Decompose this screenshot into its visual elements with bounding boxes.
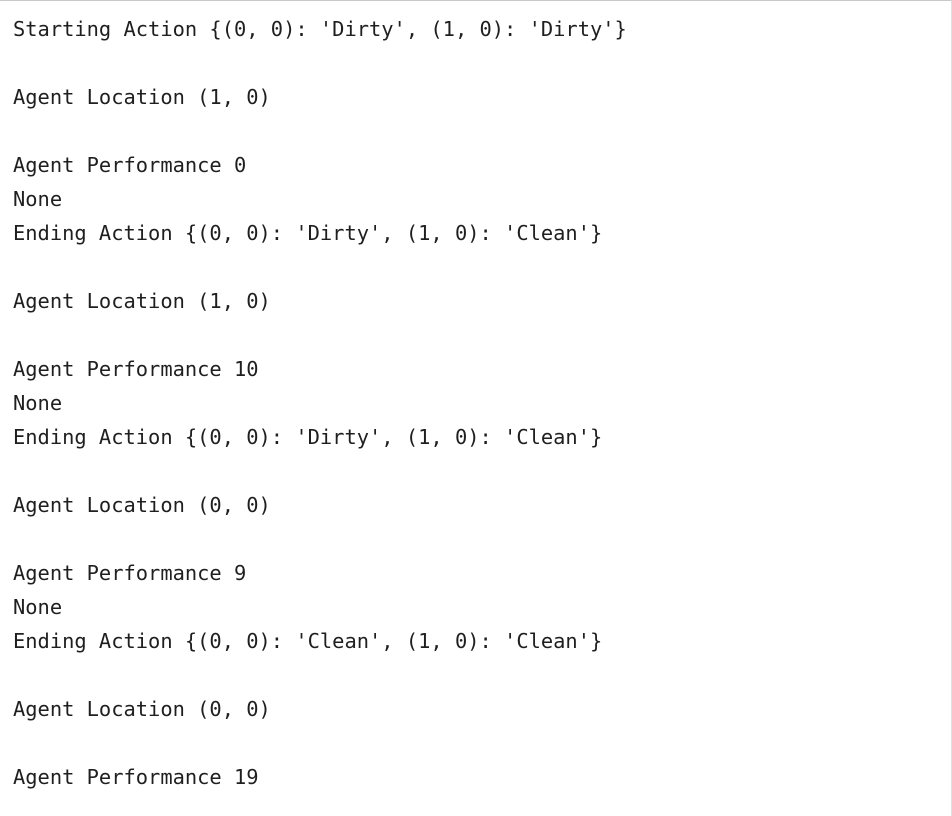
console-line: Agent Performance 9 — [13, 561, 247, 585]
console-line — [13, 46, 951, 80]
console-line: Agent Performance 0 — [13, 153, 247, 177]
console-line: Ending Action {(0, 0): 'Clean', (1, 0): … — [13, 629, 603, 653]
console-line — [13, 454, 951, 488]
console-line — [13, 522, 951, 556]
console-line — [13, 726, 951, 760]
console-line — [13, 318, 951, 352]
console-line — [13, 658, 951, 692]
console-line: Agent Location (1, 0) — [13, 85, 271, 109]
console-line — [13, 250, 951, 284]
console-line: Agent Performance 19 — [13, 765, 259, 789]
console-line: Agent Location (0, 0) — [13, 493, 271, 517]
console-line: None — [13, 187, 63, 211]
console-line: Agent Performance 10 — [13, 357, 259, 381]
console-line: Agent Location (1, 0) — [13, 289, 271, 313]
console-line: Starting Action {(0, 0): 'Dirty', (1, 0)… — [13, 17, 627, 41]
console-line: None — [13, 595, 63, 619]
console-line: Ending Action {(0, 0): 'Dirty', (1, 0): … — [13, 221, 603, 245]
console-line: Ending Action {(0, 0): 'Dirty', (1, 0): … — [13, 425, 603, 449]
console-line: Agent Location (0, 0) — [13, 697, 271, 721]
console-line: None — [13, 391, 63, 415]
console-line — [13, 114, 951, 148]
